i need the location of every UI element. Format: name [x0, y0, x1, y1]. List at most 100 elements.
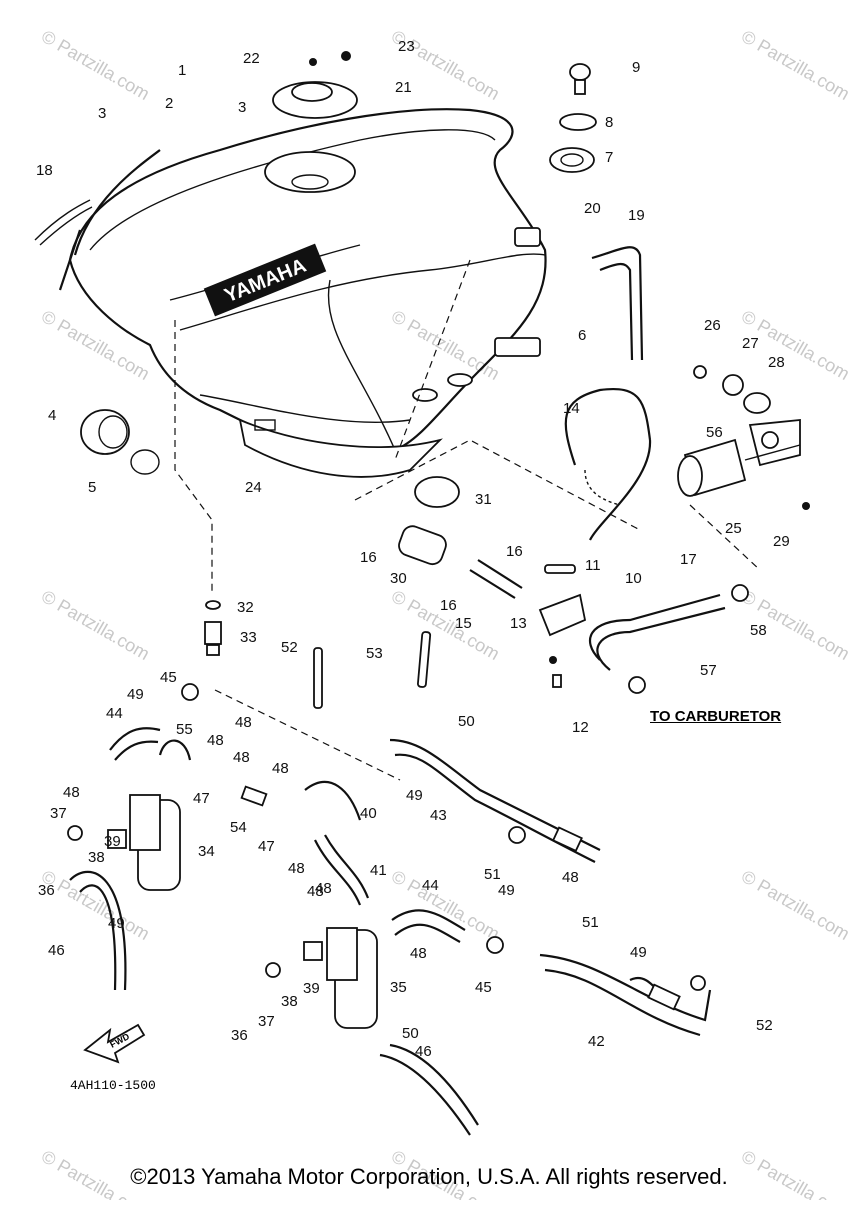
callout-number: 48 [63, 784, 80, 801]
callout-number: 8 [605, 114, 613, 131]
callout-number: 28 [768, 354, 785, 371]
callout-number: 36 [231, 1027, 248, 1044]
callout-number: 45 [475, 979, 492, 996]
callout-number: 5 [88, 479, 96, 496]
callout-number: 41 [370, 862, 387, 879]
callout-number: 20 [584, 200, 601, 217]
callout-number: 50 [402, 1025, 419, 1042]
callout-number: 22 [243, 50, 260, 67]
callout-number: 38 [281, 993, 298, 1010]
callout-number: 49 [127, 686, 144, 703]
callout-number: 48 [233, 749, 250, 766]
callout-number: 51 [484, 866, 501, 883]
callout-number: 52 [756, 1017, 773, 1034]
callout-number: 48 [315, 880, 332, 897]
watermark: © Partzilla.com [38, 306, 153, 384]
callout-number: 21 [395, 79, 412, 96]
callout-number: 34 [198, 843, 215, 860]
callout-number: 37 [258, 1013, 275, 1030]
watermark: © Partzilla.com [738, 26, 853, 104]
watermark: © Partzilla.com [38, 866, 153, 944]
callout-number: 57 [700, 662, 717, 679]
callout-number: 37 [50, 805, 67, 822]
callout-number: 19 [628, 207, 645, 224]
decal-strip [58, 149, 161, 291]
callout-number: 9 [632, 59, 640, 76]
callout-number: 54 [230, 819, 247, 836]
callout-number: 13 [510, 615, 527, 632]
callout-number: 4 [48, 407, 56, 424]
callout-number: 16 [506, 543, 523, 560]
callout-number: 31 [475, 491, 492, 508]
callout-number: 1 [178, 62, 186, 79]
callout-number: 49 [498, 882, 515, 899]
callout-number: 43 [430, 807, 447, 824]
callout-number: 48 [307, 883, 324, 900]
callout-number: 49 [406, 787, 423, 804]
callout-number: 10 [625, 570, 642, 587]
fuel-tank: YAMAHA [68, 108, 547, 458]
callout-number: 16 [360, 549, 377, 566]
callout-number: 48 [235, 714, 252, 731]
diagram-code: 4AH110-1500 [70, 1078, 156, 1093]
fuel-cock [538, 593, 587, 637]
callout-number: 3 [238, 99, 246, 116]
callout-number: 45 [160, 669, 177, 686]
callout-number: 58 [750, 622, 767, 639]
callout-number: 48 [410, 945, 427, 962]
callout-number: 30 [390, 570, 407, 587]
callout-number: 18 [36, 162, 53, 179]
callout-number: 55 [176, 721, 193, 738]
callout-number: 17 [680, 551, 697, 568]
copyright-notice: ©2013 Yamaha Motor Corporation, U.S.A. A… [130, 1164, 728, 1189]
callout-number: 48 [272, 760, 289, 777]
callout-number: 33 [240, 629, 257, 646]
watermark: © Partzilla.com [38, 586, 153, 664]
callout-number: 11 [585, 557, 601, 574]
canister [265, 927, 378, 1029]
callout-number: 48 [207, 732, 224, 749]
callout-number: 52 [281, 639, 298, 656]
watermark: © Partzilla.com [388, 306, 503, 384]
callout-number: 16 [440, 597, 457, 614]
fuel-pump [677, 419, 801, 497]
callout-number: 47 [258, 838, 275, 855]
callout-number: 14 [563, 400, 580, 417]
callout-number: 56 [706, 424, 723, 441]
to-carburetor-label: TO CARBURETOR [650, 708, 782, 725]
fwd-arrow: FWD [83, 1023, 146, 1064]
callout-number: 35 [390, 979, 407, 996]
callout-number: 53 [366, 645, 383, 662]
callout-number: 46 [48, 942, 65, 959]
callout-number: 47 [193, 790, 210, 807]
callout-number: 27 [742, 335, 759, 352]
callout-number: 32 [237, 599, 254, 616]
callout-number: 44 [422, 877, 439, 894]
callout-number: 44 [106, 705, 123, 722]
callout-number: 49 [108, 915, 125, 932]
callout-number: 25 [725, 520, 742, 537]
callout-number: 39 [104, 833, 121, 850]
callout-number: 48 [562, 869, 579, 886]
callout-number: 49 [630, 944, 647, 961]
cap-part [80, 409, 130, 455]
callout-number: 26 [704, 317, 721, 334]
canister [67, 794, 181, 891]
callout-number: 23 [398, 38, 415, 55]
callout-number: 48 [288, 860, 305, 877]
callout-number: 39 [303, 980, 320, 997]
callout-number: 7 [605, 149, 613, 166]
watermark: © Partzilla.com [38, 26, 153, 104]
callout-number: 51 [582, 914, 599, 931]
callout-number: 42 [588, 1033, 605, 1050]
callout-number: 6 [578, 327, 586, 344]
callout-number: 29 [773, 533, 790, 550]
watermark: © Partzilla.com [738, 866, 853, 944]
callout-number: 12 [572, 719, 589, 736]
callout-number: 38 [88, 849, 105, 866]
callout-number: 24 [245, 479, 262, 496]
callout-number: 2 [165, 95, 173, 112]
callout-number: 3 [98, 105, 106, 122]
callout-number: 46 [415, 1043, 432, 1060]
